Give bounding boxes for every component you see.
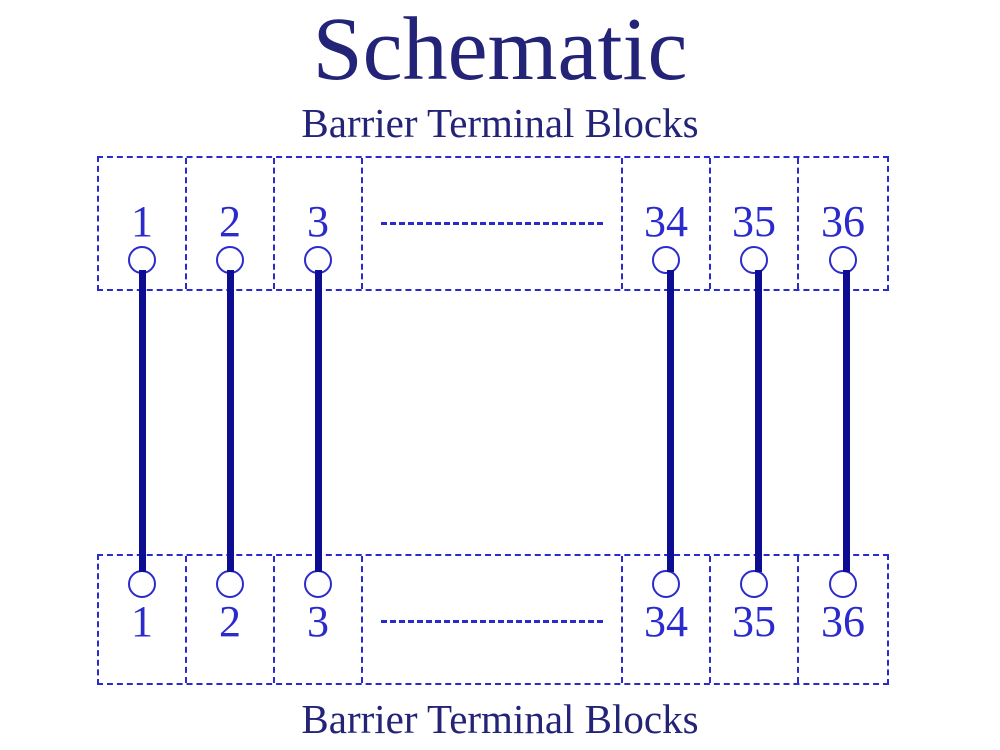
page-title: Schematic [312,0,688,99]
terminal-number: 36 [821,597,865,646]
connection-wire-35 [754,270,762,572]
terminal-cell-bottom-36: 36 [799,556,887,683]
terminal-circle [652,246,680,274]
terminal-cell-top-2: 2 [187,158,275,289]
terminal-circle [216,246,244,274]
terminal-cell-bottom-35: 35 [711,556,799,683]
connection-wire-3 [314,270,322,572]
terminal-number: 3 [307,197,329,246]
top-block-label: Barrier Terminal Blocks [301,100,699,146]
bottom-block-label: Barrier Terminal Blocks [301,696,699,742]
terminal-number: 36 [821,197,865,246]
continuation-cell [363,556,623,683]
terminal-cell-top-3: 3 [275,158,363,289]
terminal-number: 1 [131,197,153,246]
terminal-cell-top-35: 35 [711,158,799,289]
connection-wire-34 [666,270,674,572]
connection-wire-1 [138,270,146,572]
connection-wire-2 [226,270,234,572]
terminal-cell-top-1: 1 [99,158,187,289]
terminal-cell-top-34: 34 [623,158,711,289]
terminal-block-top: 1 2 3 34 35 36 [97,156,889,291]
terminal-circle [216,570,244,598]
connection-wire-36 [842,270,850,572]
terminal-number: 34 [644,597,688,646]
terminal-block-bottom: 1 2 3 34 35 36 [97,554,889,685]
terminal-number: 34 [644,197,688,246]
terminal-circle [304,246,332,274]
terminal-circle [740,570,768,598]
continuation-dashed-line [381,620,603,623]
terminal-number: 1 [131,597,153,646]
terminal-cell-bottom-1: 1 [99,556,187,683]
terminal-cell-bottom-34: 34 [623,556,711,683]
terminal-circle [652,570,680,598]
terminal-circle [128,246,156,274]
terminal-cell-bottom-3: 3 [275,556,363,683]
terminal-number: 35 [732,597,776,646]
terminal-circle [829,570,857,598]
continuation-cell [363,158,623,289]
terminal-number: 35 [732,197,776,246]
terminal-number: 2 [219,197,241,246]
terminal-circle [740,246,768,274]
terminal-circle [128,570,156,598]
continuation-dashed-line [381,222,603,225]
terminal-number: 2 [219,597,241,646]
terminal-cell-bottom-2: 2 [187,556,275,683]
terminal-circle [304,570,332,598]
terminal-number: 3 [307,597,329,646]
